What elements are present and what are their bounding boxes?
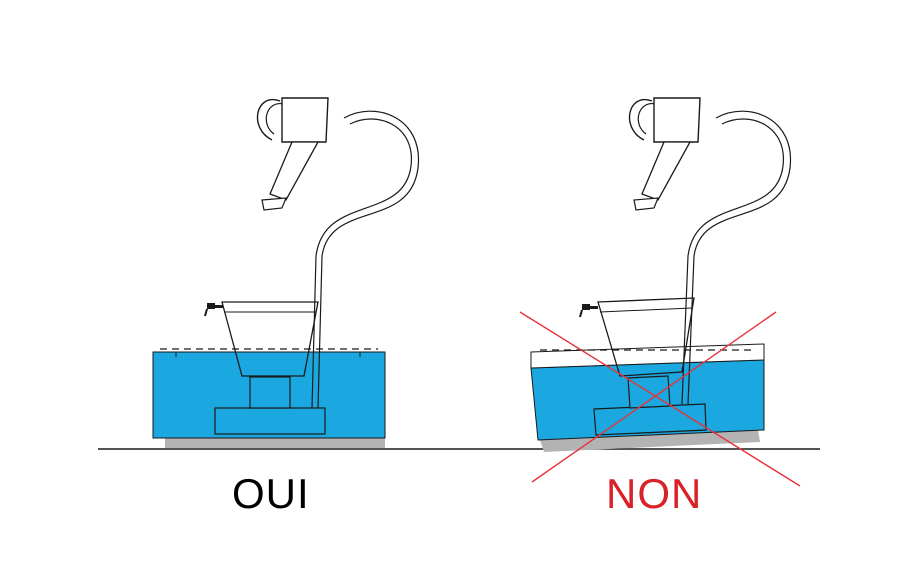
pedestal-column bbox=[249, 376, 291, 409]
caption-incorrect: NON bbox=[606, 470, 703, 517]
pedestal-base-tilted bbox=[593, 403, 707, 436]
tank-shadow-tilted bbox=[540, 430, 760, 452]
watering-can-icon bbox=[628, 97, 701, 211]
filter-jug-icon bbox=[221, 301, 319, 377]
tap-icon bbox=[204, 303, 223, 317]
hose bbox=[687, 110, 792, 405]
cross-mark-icon bbox=[519, 311, 801, 487]
illustration-correct bbox=[152, 97, 420, 448]
pedestal-base bbox=[214, 407, 326, 435]
caption-correct: OUI bbox=[232, 470, 310, 517]
watering-can-icon bbox=[256, 97, 329, 211]
hose bbox=[317, 110, 420, 409]
filter-jug-icon bbox=[597, 297, 695, 377]
tank-shadow bbox=[165, 436, 385, 448]
tap-icon bbox=[579, 304, 598, 318]
illustration-incorrect bbox=[519, 97, 801, 487]
